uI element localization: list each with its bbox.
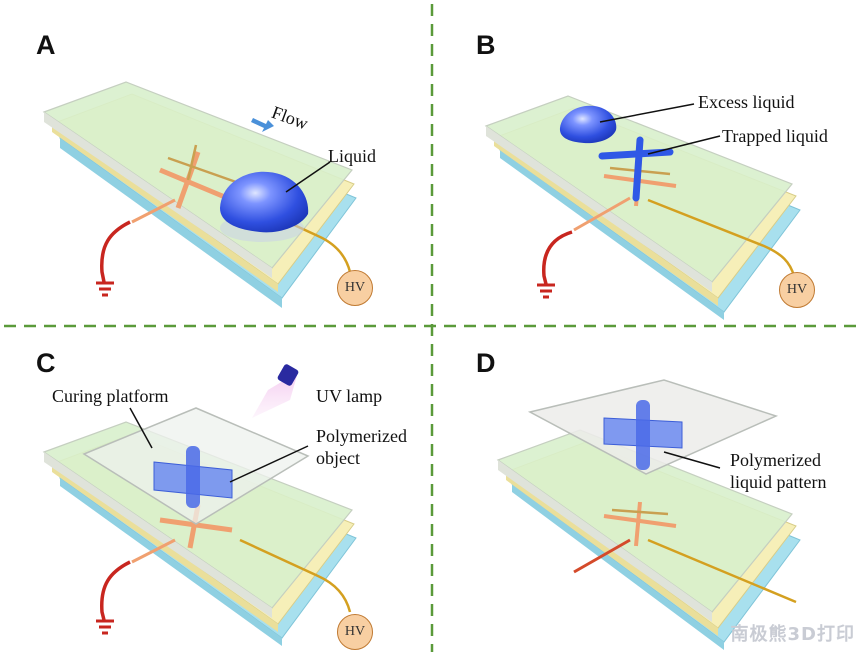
- polymerized-object-label-line1: Polymerized: [316, 426, 407, 446]
- watermark: 南极熊3D打印: [730, 624, 855, 645]
- panel-d-polymerized-pattern-leader: [663, 451, 721, 469]
- panel-a-ground-wire: [100, 220, 131, 283]
- panel-a-electrodes: [131, 144, 237, 224]
- curing-platform-label: Curing platform: [52, 386, 169, 406]
- panel-b-artwork: [484, 95, 801, 320]
- panel-d-letter: D: [476, 348, 496, 378]
- panel-d-artwork: [496, 379, 801, 650]
- panel-c-ground-wire: [100, 560, 131, 621]
- hv-source-a: HV: [337, 270, 373, 306]
- panel-a-hv-wire: [239, 198, 352, 273]
- panel-a-liquid-leader: [285, 161, 331, 193]
- panel-c-uv-lamp: [252, 364, 299, 418]
- panel-a-flow-arrow: [251, 118, 274, 132]
- polymerized-object-label-line2: object: [316, 448, 360, 468]
- panel-b-hv-wire: [647, 198, 796, 277]
- hv-source-c: HV: [337, 614, 373, 650]
- excess-liquid-label: Excess liquid: [698, 92, 795, 112]
- panel-b-ground-symbol: [537, 283, 555, 299]
- panel-a-ground-symbol: [96, 281, 114, 297]
- panel-c-polymerized-object-leader: [229, 445, 309, 483]
- panel-d-wire: [647, 538, 797, 604]
- liquid-label: Liquid: [328, 146, 376, 166]
- panel-c-hv-wire: [239, 538, 352, 613]
- panel-c-curing-platform-leader: [129, 407, 153, 449]
- panel-c-artwork: [42, 364, 357, 646]
- polymerized-pattern-label-line1: Polymerized: [730, 450, 821, 470]
- panel-b-letter: B: [476, 30, 496, 60]
- hv-source-b: HV: [779, 272, 815, 308]
- panel-c-polymerized-object: [153, 446, 233, 508]
- uv-lamp-label: UV lamp: [316, 386, 383, 406]
- panel-b-ground-wire: [542, 230, 573, 285]
- panel-c-letter: C: [36, 348, 56, 378]
- panel-a-artwork: [42, 81, 357, 308]
- panel-a-liquid-droplet: [220, 171, 309, 233]
- panel-b-trapped-liquid-cross: [598, 136, 674, 202]
- panel-b-excess-liquid-leader: [599, 103, 695, 123]
- panel-c-ground-symbol: [96, 619, 114, 635]
- trapped-liquid-label: Trapped liquid: [722, 126, 828, 146]
- panel-b-trapped-liquid-leader: [647, 135, 721, 155]
- panel-a-letter: A: [36, 30, 56, 60]
- polymerized-pattern-label-line2: liquid pattern: [730, 472, 827, 492]
- panel-b-excess-liquid-droplet: [559, 105, 617, 144]
- panel-d-polymerized-pattern: [603, 400, 683, 470]
- panel-d-electrodes: [573, 501, 677, 574]
